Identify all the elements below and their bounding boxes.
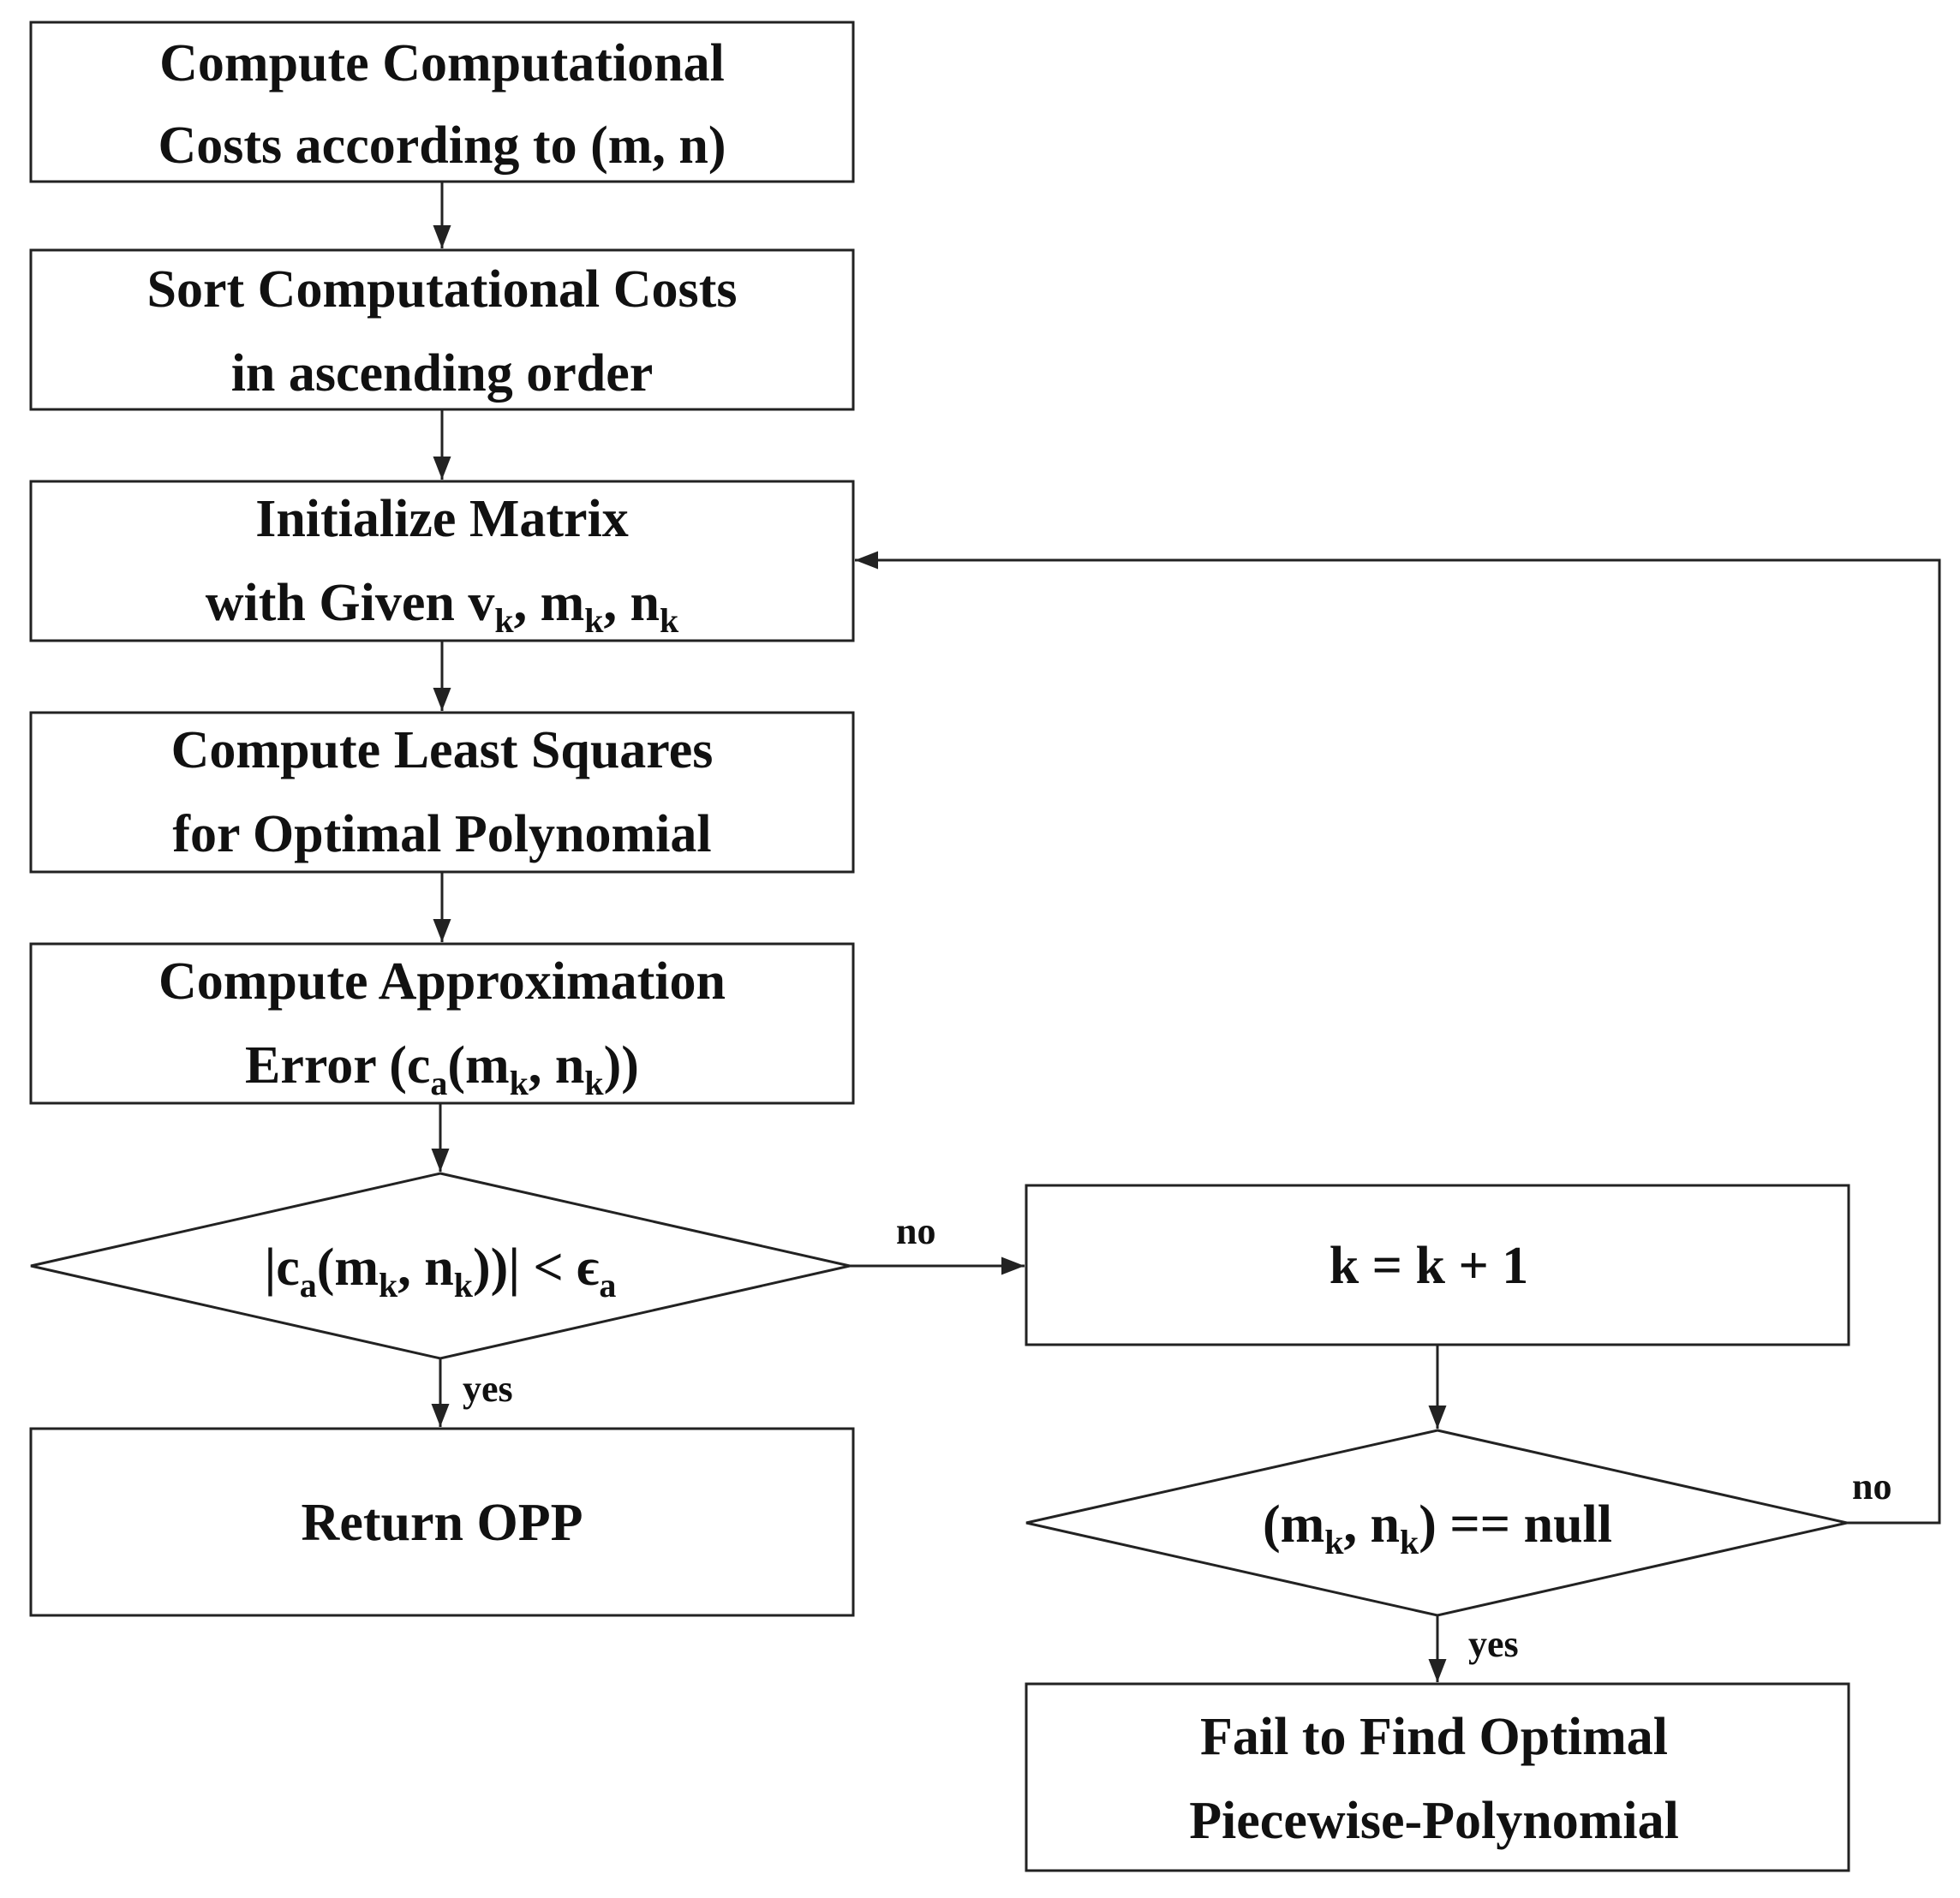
least-squares-line-1: Compute Least Squares	[171, 721, 714, 779]
return-opp-label: Return OPP	[302, 1494, 583, 1552]
approx-error-line-2: Error (ca(mk, nk))	[245, 1036, 639, 1102]
null-no-label: no	[1852, 1465, 1891, 1507]
compute-costs-line-2: Costs according to (m, n)	[158, 116, 726, 175]
error-decision-label: |ca(mk, nk))| < ϵa	[265, 1238, 617, 1304]
sort-costs-box: Sort Computational Costs in ascending or…	[29, 248, 855, 411]
init-matrix-line-2: with Given vk, mk, nk	[206, 574, 679, 640]
increment-k-label: k = k + 1	[1330, 1237, 1529, 1295]
error-decision-diamond: |ca(mk, nk))| < ϵa	[30, 1172, 851, 1360]
fail-line-1: Fail to Find Optimal	[1200, 1708, 1668, 1766]
compute-costs-line-1: Compute Computational	[159, 34, 725, 93]
fail-line-2: Piecewise-Polynomial	[1189, 1792, 1679, 1850]
approx-error-line-1: Compute Approximation	[158, 952, 726, 1011]
error-yes-label: yes	[463, 1368, 513, 1410]
error-no-label: no	[896, 1210, 935, 1252]
approx-error-box: Compute Approximation Error (ca(mk, nk))	[29, 942, 855, 1105]
least-squares-box: Compute Least Squares for Optimal Polyno…	[29, 711, 855, 874]
null-yes-label: yes	[1468, 1623, 1519, 1665]
init-matrix-box: Initialize Matrix with Given vk, mk, nk	[29, 480, 855, 642]
least-squares-line-2: for Optimal Polynomial	[172, 805, 711, 863]
null-decision-diamond: (mk, nk) == null	[1025, 1429, 1848, 1617]
sort-costs-line-2: in ascending order	[231, 344, 654, 403]
sort-costs-line-1: Sort Computational Costs	[147, 260, 738, 319]
null-decision-label: (mk, nk) == null	[1263, 1495, 1612, 1561]
arrow-null-no-loop-to-init	[855, 551, 1941, 1525]
fail-box: Fail to Find Optimal Piecewise-Polynomia…	[1025, 1682, 1850, 1872]
init-matrix-line-1: Initialize Matrix	[255, 490, 629, 548]
return-opp-box: Return OPP	[29, 1427, 855, 1617]
increment-k-box: k = k + 1	[1025, 1184, 1850, 1346]
compute-costs-box: Compute Computational Costs according to…	[29, 21, 855, 183]
